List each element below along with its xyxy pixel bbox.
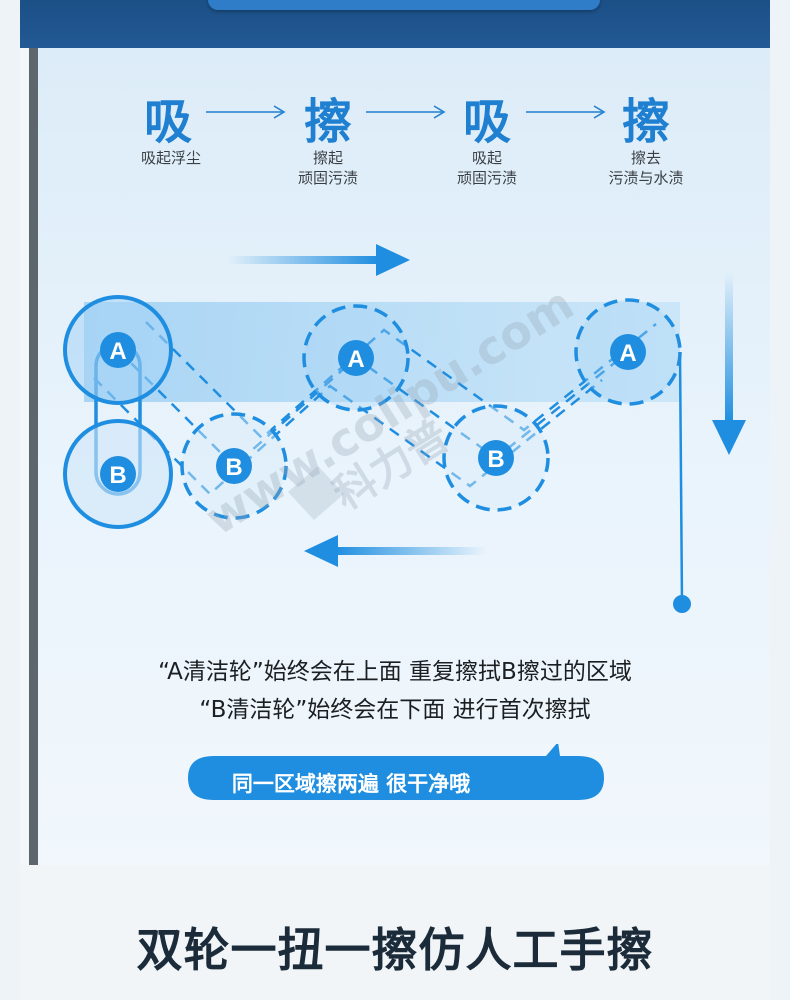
arrow-down [712, 272, 746, 455]
wheel-b-pos-1 [180, 412, 288, 520]
step-3-title: 吸 [462, 94, 511, 150]
wheel-b-label: B [109, 462, 126, 489]
wheel-a-label: A [109, 338, 126, 365]
wheel-a-start [63, 295, 173, 405]
step-4-title: 擦 [621, 94, 670, 150]
step-arrow-2 [366, 105, 446, 119]
wheel-b-label: B [487, 446, 504, 473]
caption-line-1: “A清洁轮”始终会在上面 重复擦拭B擦过的区域 [158, 659, 632, 685]
step-2-desc: 擦起 顽固污渍 [297, 149, 358, 187]
headline: 双轮一扭一擦仿人工手擦 [136, 923, 654, 977]
top-banner-pill [208, 0, 600, 10]
wheel-b-label: B [225, 454, 242, 481]
badge-text: 同一区域擦两遍 很干净哦 [231, 772, 471, 796]
badge-bubble [188, 744, 604, 800]
path-end-dot [673, 595, 691, 613]
step-1-desc: 吸起浮尘 [140, 149, 201, 167]
caption-line-2: “B清洁轮”始终会在下面 进行首次擦拭 [199, 697, 591, 723]
step-2-title: 擦 [303, 94, 352, 150]
path-end-line [678, 351, 684, 605]
arrow-left [304, 535, 487, 567]
wheel-a-label: A [347, 346, 364, 373]
step-3-desc: 吸起 顽固污渍 [456, 149, 517, 187]
arrow-right [228, 244, 410, 276]
panel-frame-bar [29, 48, 38, 865]
step-arrow-1 [206, 105, 286, 119]
wheel-a-pos-2 [574, 298, 682, 406]
watermark-logo [288, 466, 344, 520]
wheel-a-pos-1 [302, 304, 410, 412]
step-4-desc: 擦去 污渍与水渍 [608, 149, 684, 187]
wheel-a-label: A [619, 340, 636, 367]
top-banner [20, 0, 770, 48]
wheel-b-start [63, 419, 173, 529]
step-arrow-3 [526, 105, 606, 119]
wheel-b-pos-2 [442, 404, 550, 512]
step-1-title: 吸 [143, 94, 192, 150]
panel-edge [20, 48, 29, 865]
footer-panel [20, 865, 770, 1000]
